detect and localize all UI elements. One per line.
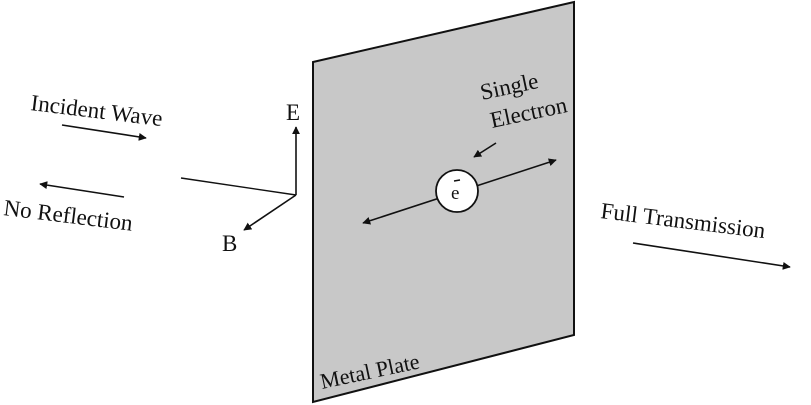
propagation-axis-line (180, 177, 297, 196)
full-transmission-arrow (632, 242, 791, 270)
incident-wave-arrow (61, 124, 147, 141)
e-field-label: E (286, 100, 300, 125)
incident-wave-label: Incident Wave (29, 90, 164, 131)
electron-charge-mark (453, 179, 461, 182)
no-reflection-label: No Reflection (2, 195, 134, 236)
electron-symbol: e (451, 183, 459, 204)
b-field-arrow (243, 194, 297, 231)
electron-circle (435, 169, 479, 213)
electron-pointer-arrow (473, 142, 497, 158)
no-reflection-arrow (39, 181, 125, 198)
b-field-label: B (222, 231, 237, 256)
full-transmission-label: Full Transmission (599, 198, 767, 243)
